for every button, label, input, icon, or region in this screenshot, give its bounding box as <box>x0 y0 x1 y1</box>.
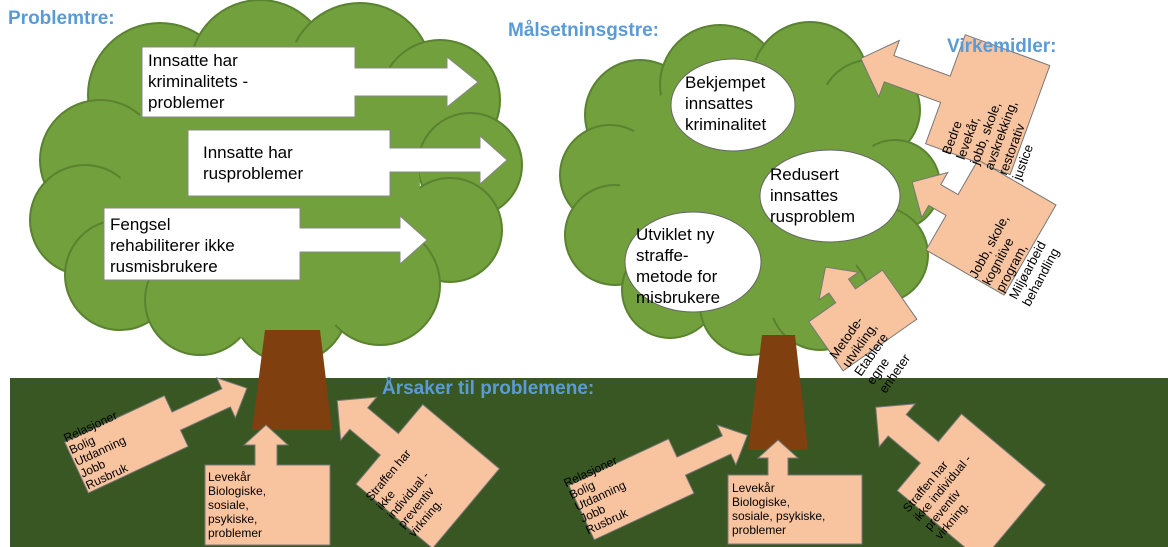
goal-text-3: Utviklet ny straffe- metode for misbruke… <box>636 225 721 307</box>
cause-left-text-2: Levekår Biologiske, sosiale, psykiske, p… <box>208 470 267 540</box>
cause-left-arrow-3 <box>336 396 501 547</box>
cause-right-arrow-3 <box>875 403 1047 547</box>
cause-left-arrow-1 <box>64 377 248 494</box>
problem-arrow-3 <box>103 207 428 281</box>
problem-text-1: Innsatte har kriminalitets - problemer <box>148 51 249 112</box>
means-heading: Virkemidler: <box>947 36 1057 57</box>
causes-heading: Årsaker til problemene: <box>382 378 595 399</box>
problem-arrow-2 <box>187 129 508 197</box>
problem-text-2: Innsatte har rusproblemer <box>203 143 304 183</box>
goal-ellipse-1 <box>670 58 796 152</box>
problem-text-3: Fengsel rehabiliterer ikke rusmisbrukere <box>110 215 235 276</box>
problem-tree-heading: Problemtre: <box>8 8 115 29</box>
goal-ellipse-3 <box>624 211 762 313</box>
cause-right-arrow-2 <box>727 439 863 545</box>
means-arrow-2 <box>911 159 1057 296</box>
goal-text-2: Redusert innsattes rusproblem <box>770 165 856 226</box>
cause-right-arrow-1 <box>568 424 749 541</box>
cause-left-arrow-2 <box>204 424 331 546</box>
goal-text-1: Bekjempet innsattes kriminalitet <box>685 73 767 134</box>
left-tree-trunk <box>252 330 332 430</box>
means-arrow-1 <box>860 34 1051 176</box>
means-arrow-3 <box>808 266 918 372</box>
problem-arrow-1 <box>141 46 479 118</box>
goal-tree-heading: Målsetninsgstre: <box>508 20 659 41</box>
goal-ellipse-2 <box>759 149 901 243</box>
cause-right-text-2: Levekår Biologiske, sosiale, psykiske, p… <box>732 481 826 537</box>
right-tree-trunk <box>748 335 808 450</box>
